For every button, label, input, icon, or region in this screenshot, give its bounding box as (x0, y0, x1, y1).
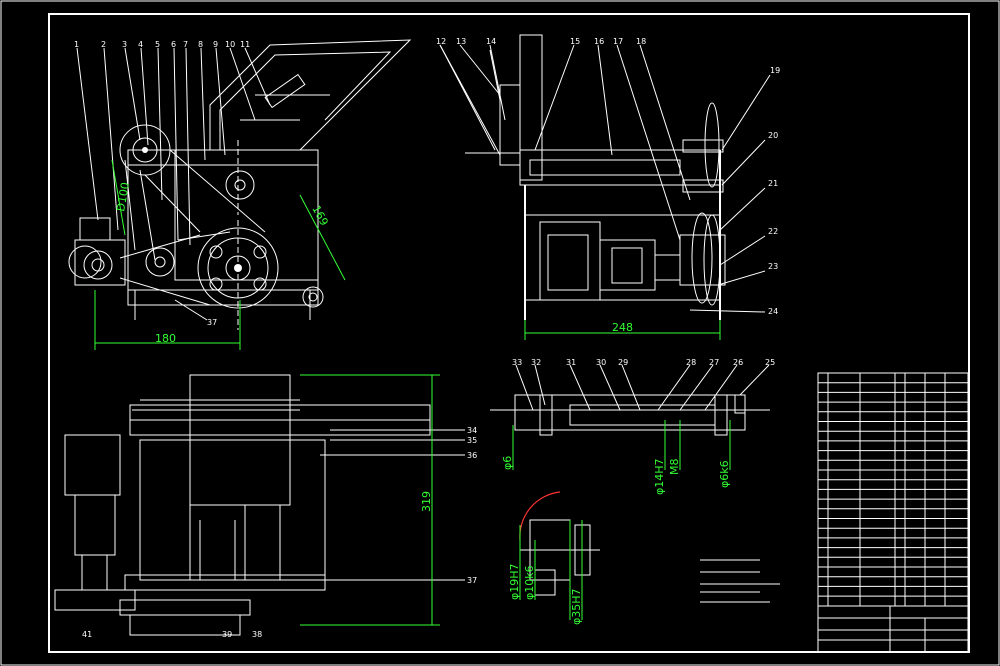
dim-fit-10k6: φ10k6 (523, 565, 536, 600)
part-label-28: 28 (686, 358, 696, 367)
part-label-1: 1 (74, 40, 79, 49)
part-label-39: 39 (222, 630, 232, 639)
part-label-26: 26 (733, 358, 743, 367)
part-label-27: 27 (709, 358, 719, 367)
part-label-23: 23 (768, 262, 778, 271)
part-label-10: 10 (225, 40, 235, 49)
part-label-35: 35 (467, 436, 477, 445)
dim-fit-19h7: φ19H7 (508, 563, 521, 600)
part-label-5: 5 (155, 40, 160, 49)
dim-fit-35h7: φ35H7 (570, 588, 583, 625)
part-label-8: 8 (198, 40, 203, 49)
part-label-21: 21 (768, 179, 778, 188)
part-label-19: 19 (770, 66, 780, 75)
technical-notes (700, 559, 780, 603)
part-label-30: 30 (596, 358, 606, 367)
dim-fit-m8: M8 (668, 459, 681, 476)
part-label-37: 37 (467, 576, 477, 585)
dim-248: 248 (612, 321, 633, 334)
part-label-16: 16 (594, 37, 604, 46)
part-label-3: 3 (122, 40, 127, 49)
part-label-14: 14 (486, 37, 496, 46)
part-label-9: 9 (213, 40, 218, 49)
part-label-17: 17 (613, 37, 623, 46)
dimension-labels: D100 169 180 248 319 φ6 φ14H7 M8 φ6k6 φ1… (114, 181, 731, 625)
dim-fit-14h7: φ14H7 (653, 458, 666, 495)
part-label-25: 25 (765, 358, 775, 367)
part-label-32: 32 (531, 358, 541, 367)
top-view (54, 374, 465, 636)
part-label-22: 22 (768, 227, 778, 236)
part-label-37b: 37 (207, 318, 217, 327)
dim-169: 169 (309, 203, 330, 228)
part-label-34: 34 (467, 426, 477, 435)
gear-detail-view (519, 491, 600, 620)
part-label-15: 15 (570, 37, 580, 46)
dim-fit-6k6: φ6k6 (718, 460, 731, 488)
part-label-36: 36 (467, 451, 477, 460)
dim-319: 319 (420, 491, 433, 512)
part-label-4: 4 (138, 40, 143, 49)
part-label-38: 38 (252, 630, 262, 639)
part-label-13: 13 (456, 37, 466, 46)
shaft-detail-view (490, 364, 770, 470)
part-label-29: 29 (618, 358, 628, 367)
part-label-20: 20 (768, 131, 778, 140)
part-label-6: 6 (171, 40, 176, 49)
part-label-33: 33 (512, 358, 522, 367)
dim-d100: D100 (114, 181, 132, 212)
part-label-12: 12 (436, 37, 446, 46)
part-label-11: 11 (240, 40, 250, 49)
part-label-7: 7 (183, 40, 188, 49)
part-label-24: 24 (768, 307, 778, 316)
part-label-31: 31 (566, 358, 576, 367)
part-number-labels: 1 2 3 4 5 6 7 8 9 10 11 12 13 14 15 16 1… (74, 37, 780, 639)
bom-rows (818, 382, 968, 597)
side-view (439, 34, 771, 340)
sheet-inner-border (48, 13, 970, 653)
part-label-41: 41 (82, 630, 92, 639)
title-block (817, 605, 969, 653)
dim-180: 180 (155, 332, 176, 345)
part-label-18: 18 (636, 37, 646, 46)
front-view (68, 39, 412, 350)
dim-fit-6: φ6 (501, 456, 514, 470)
part-label-2: 2 (101, 40, 106, 49)
